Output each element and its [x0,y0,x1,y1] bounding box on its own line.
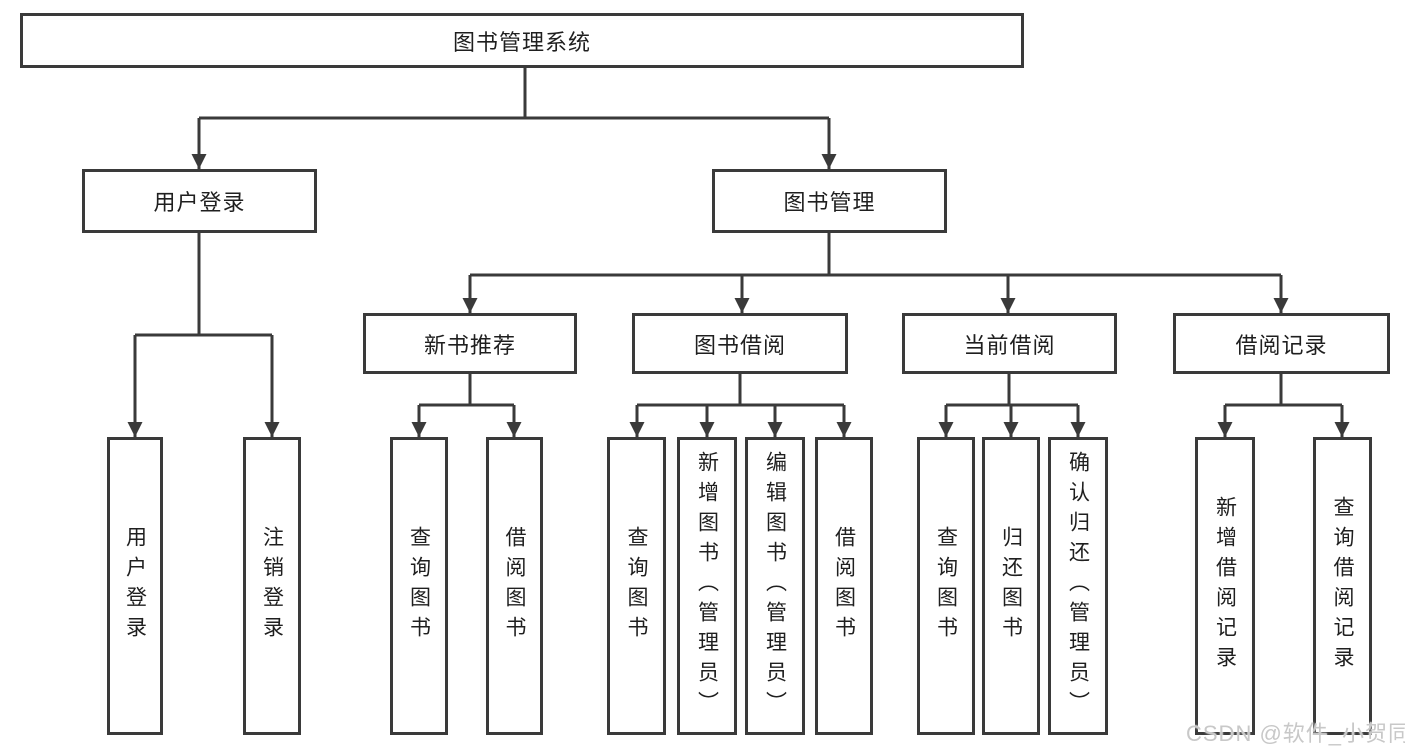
node-label: 借阅图书 [832,526,856,646]
node-user-login: 用户登录 [82,169,317,233]
leaf-add-books-admin: 新增图书（管理员） [677,437,737,735]
leaf-query-borrow-record: 查询借阅记录 [1313,437,1372,735]
leaf-confirm-return-admin: 确认归还（管理员） [1048,437,1108,735]
node-book-management: 图书管理 [712,169,947,233]
node-label: 图书管理系统 [452,29,591,55]
leaf-borrow-books-recommend: 借阅图书 [486,437,543,735]
leaf-user-login: 用户登录 [107,437,163,735]
node-label: 查询图书 [407,526,431,646]
node-current-borrowing: 当前借阅 [902,313,1117,374]
leaf-query-books-borrowing: 查询图书 [607,437,666,735]
leaf-logout: 注销登录 [243,437,301,735]
leaf-return-books: 归还图书 [982,437,1040,735]
node-label: 借阅记录 [1235,332,1328,358]
leaf-add-borrow-record: 新增借阅记录 [1195,437,1255,735]
node-label: 查询图书 [625,526,648,646]
node-new-book-recommend: 新书推荐 [363,313,577,374]
node-label: 图书管理 [783,190,876,215]
node-label: 用户登录 [153,190,246,215]
node-label: 归还图书 [999,526,1023,646]
node-label: 用户登录 [123,526,147,646]
node-label: 查询借阅记录 [1331,496,1354,676]
node-label: 注销登录 [260,526,284,646]
watermark: CSDN @软件_小贺同学 [1186,721,1405,746]
leaf-edit-books-admin: 编辑图书（管理员） [745,437,805,735]
node-borrowing-records: 借阅记录 [1173,313,1390,374]
node-label: 确认归还（管理员） [1066,451,1090,721]
node-label: 新增图书（管理员） [695,451,719,721]
leaf-query-books-recommend: 查询图书 [390,437,448,735]
node-label: 图书借阅 [693,332,786,358]
node-label: 新增借阅记录 [1213,496,1237,676]
node-label: 当前借阅 [963,332,1056,358]
leaf-query-books-current: 查询图书 [917,437,975,735]
node-library-management-system: 图书管理系统 [20,13,1024,68]
node-label: 查询图书 [934,526,958,646]
node-label: 编辑图书（管理员） [763,451,787,721]
leaf-borrow-books: 借阅图书 [815,437,873,735]
node-label: 借阅图书 [503,526,526,646]
node-book-borrowing: 图书借阅 [632,313,848,374]
node-label: 新书推荐 [423,332,516,358]
